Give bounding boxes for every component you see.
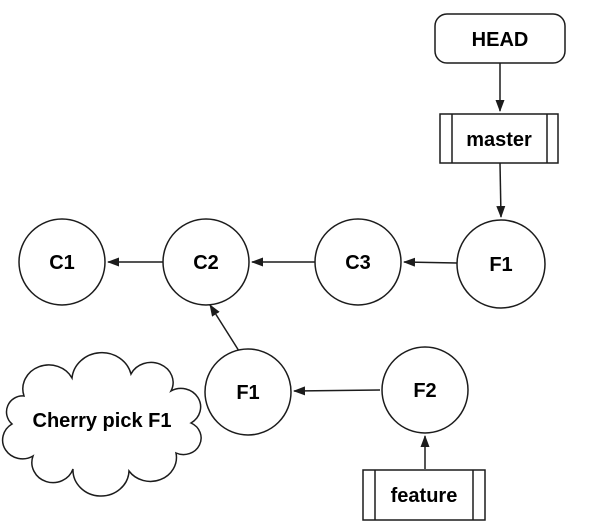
edges — [107, 63, 506, 469]
commit-c1: C1 — [18, 218, 106, 306]
edge-f2-to-f1feature — [293, 386, 381, 396]
feature-box — [362, 469, 486, 521]
f1-feature-label: F1 — [236, 382, 259, 404]
commit-f1-feature: F1 — [204, 348, 292, 436]
f2-label: F2 — [413, 380, 436, 402]
c2-label: C2 — [193, 252, 219, 274]
f2-circle — [381, 346, 469, 434]
commit-f1-master: F1 — [456, 219, 546, 309]
c1-circle — [18, 218, 106, 306]
edge-f1-to-c3 — [403, 257, 458, 267]
node-feature: feature — [362, 469, 486, 521]
cloud-annotation: Cherry pick F1 — [1, 351, 202, 497]
cloud-shape — [1, 351, 202, 497]
feature-label: feature — [391, 485, 458, 507]
head-box — [434, 13, 566, 64]
commit-f2: F2 — [381, 346, 469, 434]
commit-c3: C3 — [314, 218, 402, 306]
node-head: HEAD — [434, 13, 566, 64]
node-master: master — [439, 113, 559, 164]
f1-master-circle — [456, 219, 546, 309]
commit-c2: C2 — [162, 218, 250, 306]
head-label: HEAD — [472, 29, 529, 51]
cloud-label: Cherry pick F1 — [33, 410, 172, 432]
master-label: master — [466, 129, 532, 151]
edge-f1feature-to-c2-cherry-pick — [209, 304, 240, 352]
c2-circle — [162, 218, 250, 306]
f1-feature-circle — [204, 348, 292, 436]
c1-label: C1 — [49, 252, 75, 274]
f1-master-label: F1 — [489, 254, 512, 276]
c3-label: C3 — [345, 252, 371, 274]
edge-master-to-f1 — [496, 162, 506, 218]
c3-circle — [314, 218, 402, 306]
master-box — [439, 113, 559, 164]
